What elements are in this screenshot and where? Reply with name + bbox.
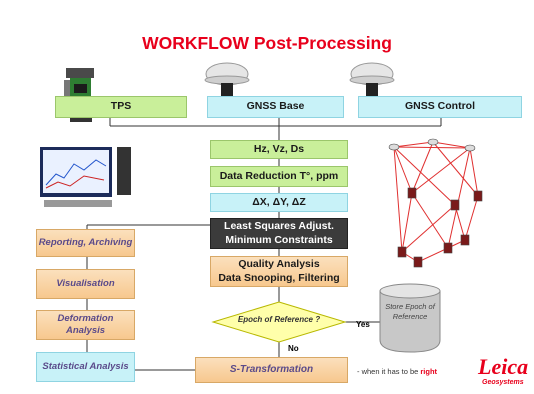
least-squares-line1: Least Squares Adjust. [224, 220, 334, 233]
tagline: - when it has to be right [357, 367, 437, 376]
gnss-control-box: GNSS Control [358, 96, 522, 118]
computer-workstation-icon [40, 147, 131, 207]
delta-xyz-box: ΔX, ΔY, ΔZ [210, 193, 348, 212]
data-reduction-box: Data Reduction T°, ppm [210, 166, 348, 187]
deformation-label: Deformation Analysis [57, 313, 114, 336]
leica-logo-sub: Geosystems [482, 379, 524, 386]
slide-title: WORKFLOW Post-Processing [142, 33, 392, 53]
leica-logo: Leica [478, 354, 529, 379]
no-label: No [288, 344, 299, 353]
statistical-label: Statistical Analysis [42, 361, 129, 373]
gnss-base-label: GNSS Base [246, 100, 305, 113]
store-epoch-cylinder [379, 283, 441, 353]
gnss-control-label: GNSS Control [405, 100, 475, 113]
tps-label: TPS [110, 100, 132, 113]
tagline-emphasis: right [420, 367, 438, 376]
s-transformation-box: S-Transformation [195, 357, 348, 383]
delta-xyz-label: ΔX, ΔY, ΔZ [252, 195, 306, 208]
network-stations [388, 138, 483, 268]
gnss-base-box: GNSS Base [207, 96, 344, 118]
deformation-box: Deformation Analysis [36, 310, 135, 340]
gnss-control-antenna-icon [349, 62, 395, 98]
least-squares-line2: Minimum Constraints [225, 233, 333, 246]
visualisation-label: Visualisation [56, 278, 115, 290]
least-squares-box: Least Squares Adjust. Minimum Constraint… [210, 218, 348, 249]
store-epoch-label: Store Epoch of Reference [385, 302, 435, 322]
tps-box: TPS [55, 96, 187, 118]
gnss-base-antenna-icon [204, 62, 250, 98]
hz-vz-ds-box: Hz, Vz, Ds [210, 140, 348, 159]
quality-analysis-line2: Data Snooping, Filtering [218, 271, 340, 284]
hz-vz-ds-label: Hz, Vz, Ds [253, 142, 305, 155]
s-transformation-label: S-Transformation [229, 363, 314, 375]
data-reduction-label: Data Reduction T°, ppm [219, 169, 339, 182]
tagline-prefix: - when it has to be [357, 367, 419, 376]
visualisation-box: Visualisation [36, 269, 135, 299]
epoch-decision-diamond [211, 301, 347, 343]
quality-analysis-box: Quality Analysis Data Snooping, Filterin… [210, 256, 348, 287]
network-diagram-icon [393, 141, 479, 263]
yes-label: Yes [356, 320, 370, 329]
reporting-label: Reporting, Archiving [38, 237, 133, 249]
epoch-question: Epoch of Reference ? [237, 315, 321, 324]
quality-analysis-line1: Quality Analysis [238, 258, 320, 271]
statistical-box: Statistical Analysis [36, 352, 135, 382]
reporting-box: Reporting, Archiving [36, 229, 135, 257]
